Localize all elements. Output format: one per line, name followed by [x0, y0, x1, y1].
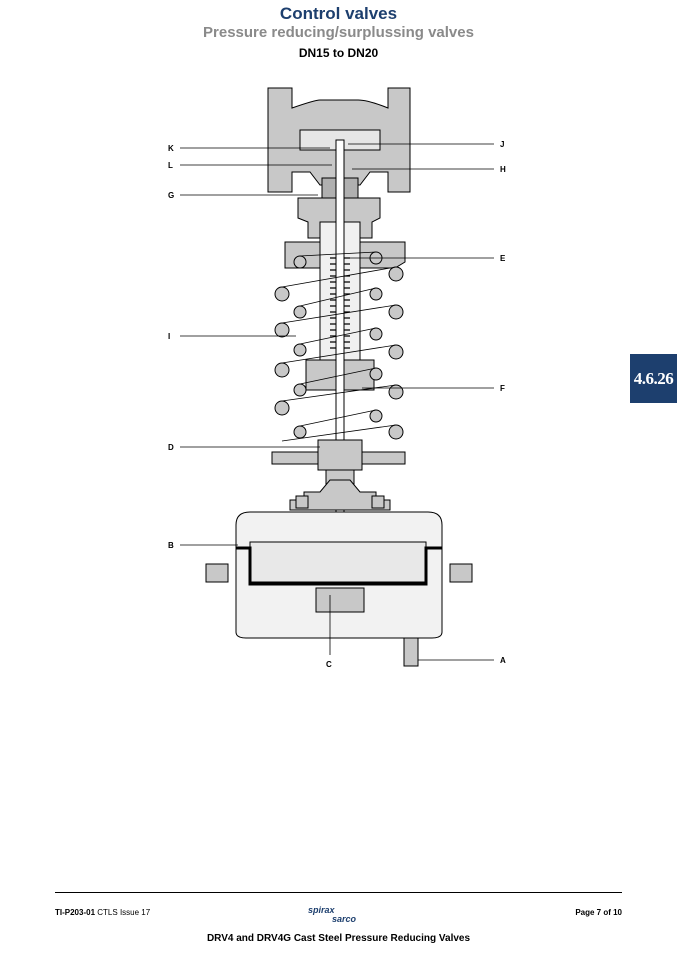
section-tab[interactable]: 4.6.26 — [630, 354, 677, 403]
logo-text-bottom: sarco — [332, 914, 357, 924]
label-G: G — [168, 191, 174, 200]
label-I: I — [168, 332, 170, 341]
doc-issue: CTLS Issue 17 — [97, 908, 151, 917]
page-number: Page 7 of 10 — [575, 908, 622, 917]
document-title: DRV4 and DRV4G Cast Steel Pressure Reduc… — [206, 933, 471, 944]
label-D: D — [168, 443, 174, 452]
doc-code: TI-P203-01 — [55, 908, 96, 917]
logo-text-top: spirax — [308, 905, 335, 915]
section-tab-label: 4.6.26 — [633, 368, 674, 388]
label-K: K — [168, 144, 174, 153]
label-B: B — [168, 541, 174, 550]
label-J: J — [500, 140, 504, 149]
spring-coils — [274, 251, 404, 442]
footer-rule — [55, 892, 622, 893]
diaphragm — [236, 546, 442, 586]
label-A: A — [500, 656, 506, 665]
label-L: L — [168, 161, 173, 170]
label-C: C — [326, 660, 332, 669]
label-H: H — [500, 165, 506, 174]
page-title: Control valves — [279, 4, 398, 23]
spirax-sarco-logo: spirax sarco — [308, 905, 372, 927]
diaphragm-plate — [249, 541, 427, 583]
valve-cross-section-diagram: K L G I D B J H E F A C — [168, 87, 506, 669]
page-subtitle: Pressure reducing/surplussing valves — [203, 24, 474, 41]
label-F: F — [500, 384, 505, 393]
label-E: E — [500, 254, 506, 263]
document-reference: TI-P203-01 CTLS Issue 17 — [55, 908, 150, 917]
size-range: DN15 to DN20 — [298, 46, 379, 60]
